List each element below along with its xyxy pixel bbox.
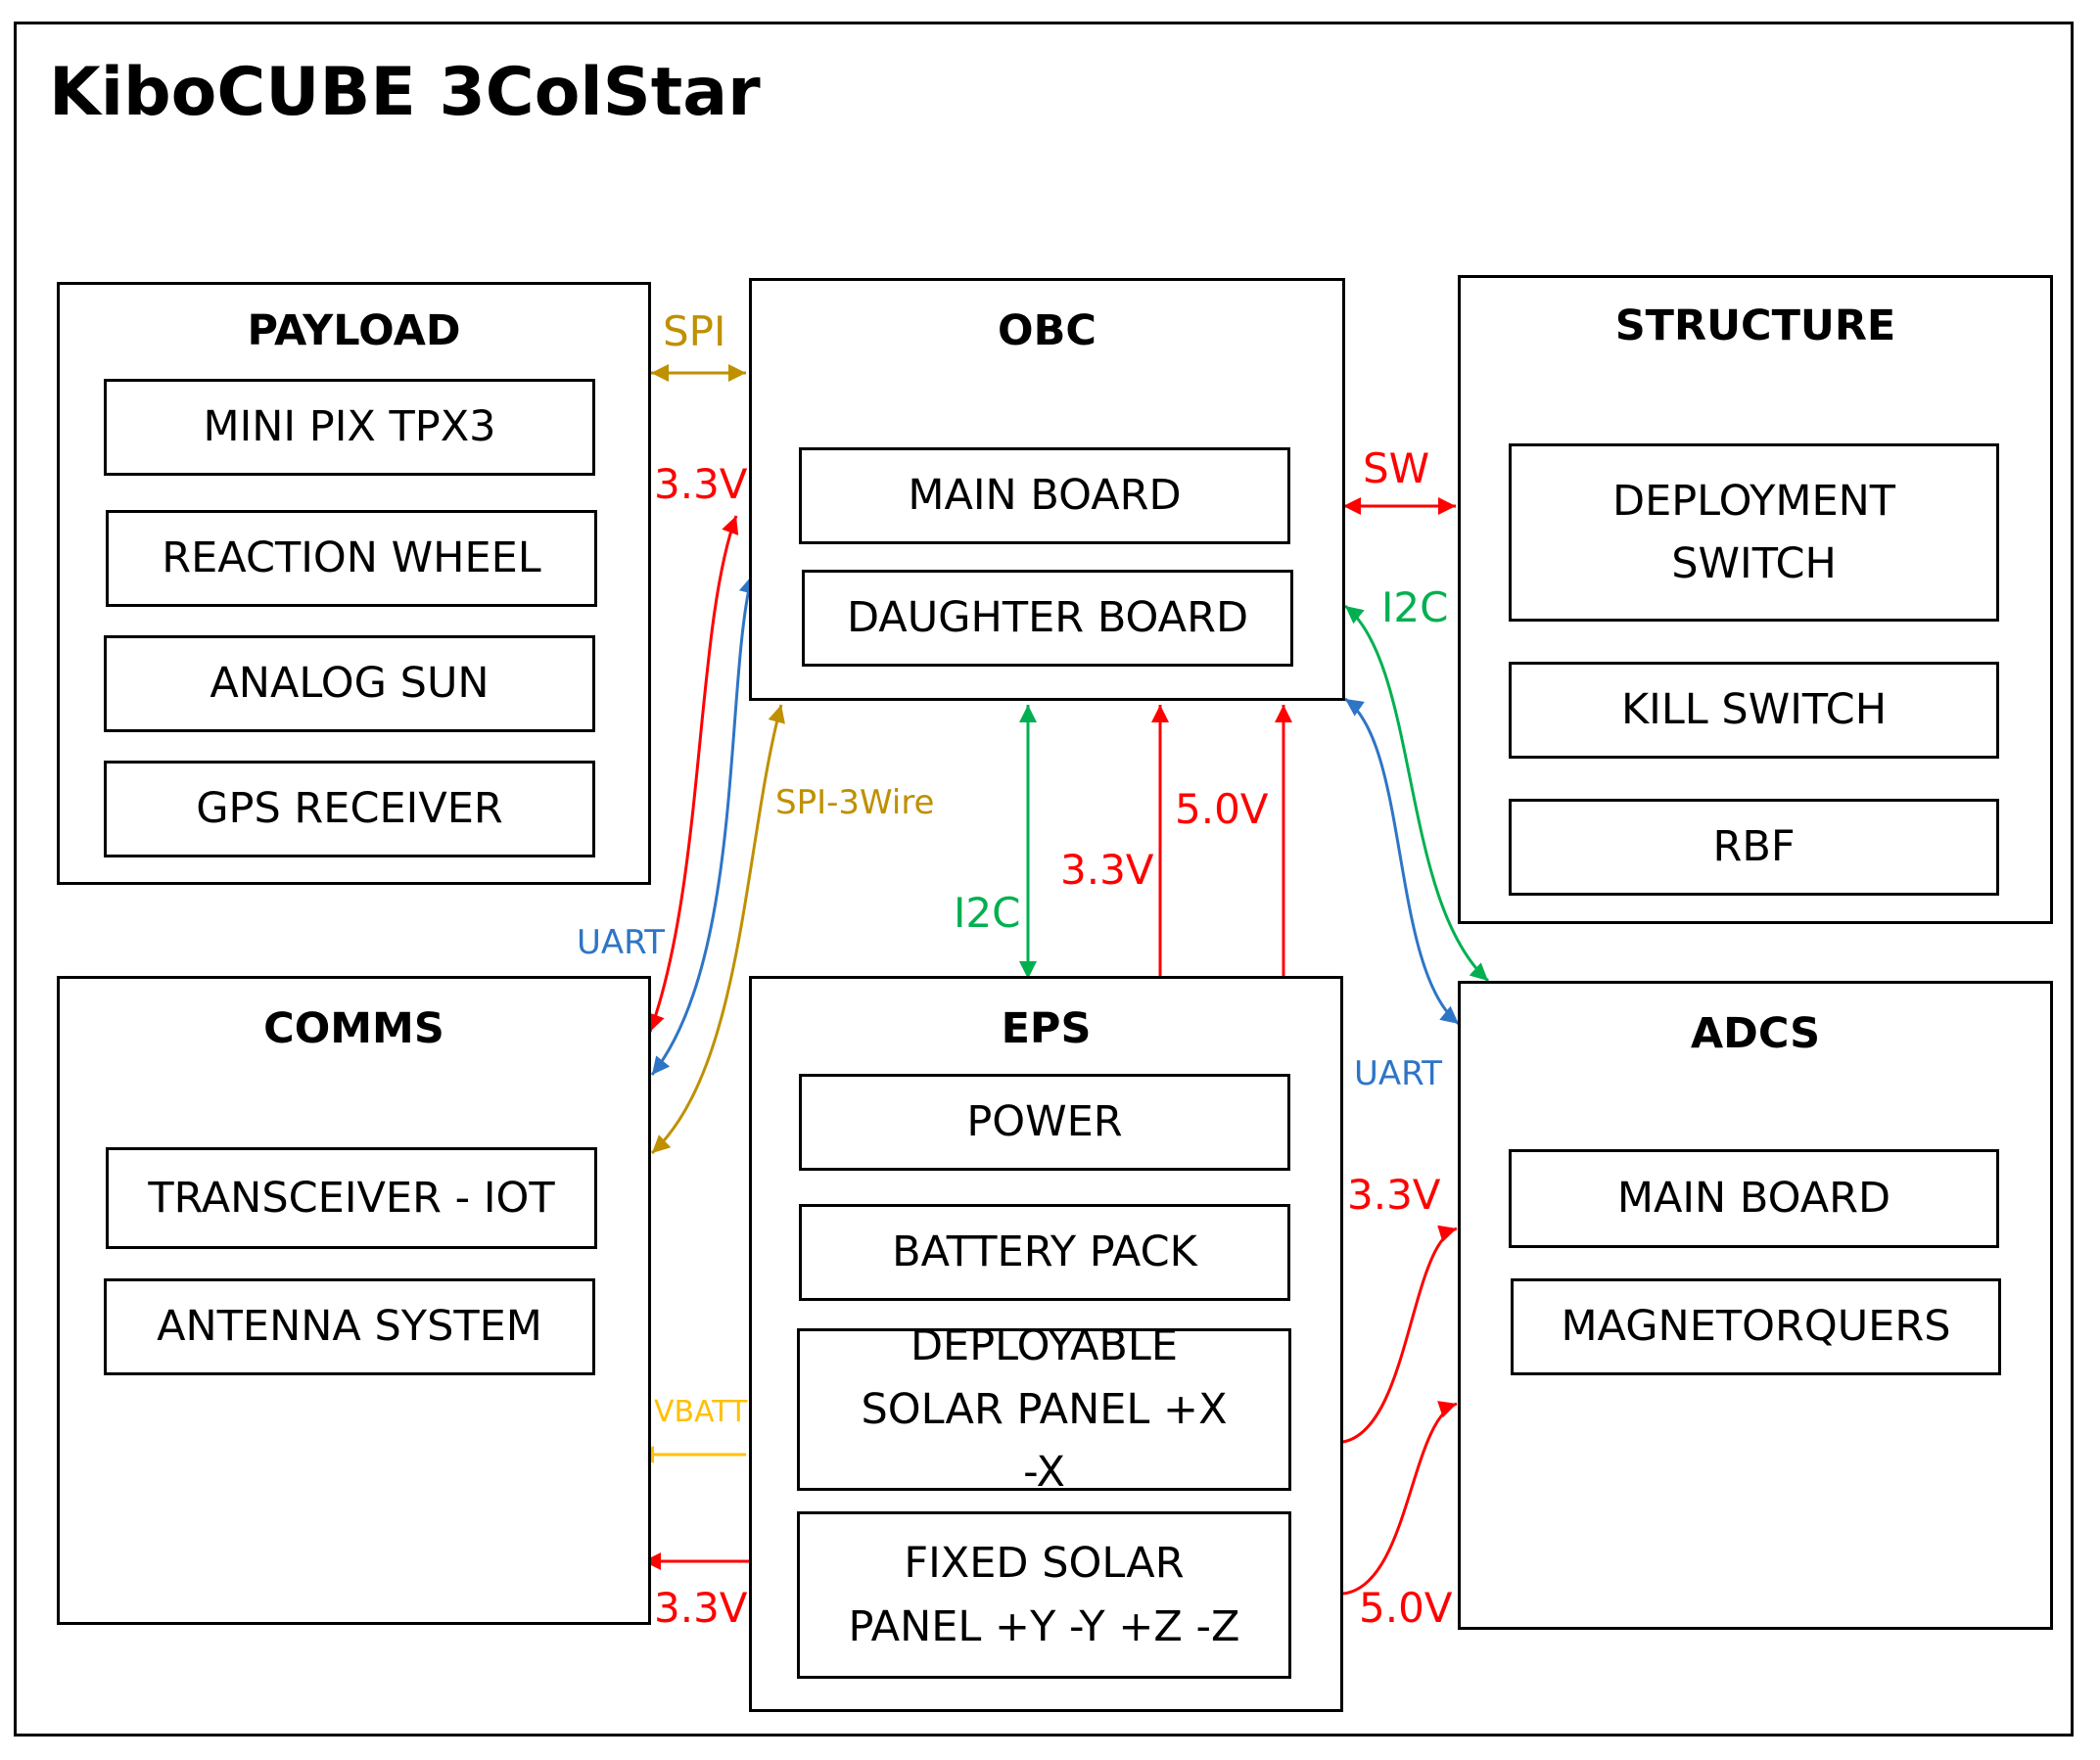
eps-item-deployable-solar-panel: DEPLOYABLE SOLAR PANEL +X -X xyxy=(797,1321,1291,1497)
label-spi-3wire: SPI-3Wire xyxy=(775,783,935,822)
comms-title: COMMS xyxy=(263,1004,444,1053)
wire-5v0-eps-adcs xyxy=(1342,1401,1458,1596)
structure-title: STRUCTURE xyxy=(1614,301,1896,350)
eps-item-power: POWER xyxy=(799,1074,1290,1171)
label-3v3-eps-adcs: 3.3V xyxy=(1347,1171,1441,1219)
wire-uart-obc-adcs xyxy=(1344,697,1460,1026)
comms-item-transceiver: TRANSCEIVER - IOT xyxy=(106,1147,597,1249)
comms-item-antenna-system: ANTENNA SYSTEM xyxy=(104,1278,595,1375)
payload-title: PAYLOAD xyxy=(247,306,461,355)
obc-title: OBC xyxy=(998,306,1097,355)
wire-3v3-eps-adcs xyxy=(1342,1225,1458,1444)
wire-spi3wire-obc-comms xyxy=(650,704,785,1155)
eps-title: EPS xyxy=(1001,1004,1092,1053)
label-uart-adcs: UART xyxy=(1354,1054,1443,1093)
structure-item-kill-switch: KILL SWITCH xyxy=(1509,662,1999,759)
label-spi: SPI xyxy=(663,307,726,355)
label-3v3-obc-comms: 3.3V xyxy=(654,460,748,508)
label-5v0-eps-adcs: 5.0V xyxy=(1359,1584,1453,1632)
label-vbatt: VBATT xyxy=(654,1395,748,1429)
wire-uart-obc-comms xyxy=(650,575,757,1076)
label-3v3-eps-obc: 3.3V xyxy=(1060,846,1154,894)
label-i2c-obc-eps: I2C xyxy=(954,889,1021,937)
label-i2c-obc-adcs: I2C xyxy=(1381,583,1449,631)
obc-item-daughter-board: DAUGHTER BOARD xyxy=(802,570,1293,667)
adcs-item-main-board: MAIN BOARD xyxy=(1509,1149,1999,1248)
label-sw: SW xyxy=(1363,444,1430,492)
obc-item-main-board: MAIN BOARD xyxy=(799,447,1290,544)
payload-item-reaction-wheel: REACTION WHEEL xyxy=(106,510,597,607)
adcs-title: ADCS xyxy=(1690,1009,1821,1058)
eps-item-battery-pack: BATTERY PACK xyxy=(799,1204,1290,1301)
label-uart-comms: UART xyxy=(577,923,666,962)
payload-item-analog-sun: ANALOG SUN xyxy=(104,635,595,732)
eps-item-fixed-solar-panel: FIXED SOLAR PANEL +Y -Y +Z -Z xyxy=(797,1511,1291,1679)
diagram-frame xyxy=(14,22,2074,1737)
payload-item-mini-pix: MINI PIX TPX3 xyxy=(104,379,595,476)
adcs-item-magnetorquers: MAGNETORQUERS xyxy=(1511,1278,2001,1375)
payload-item-gps-receiver: GPS RECEIVER xyxy=(104,761,595,857)
structure-item-rbf: RBF xyxy=(1509,799,1999,896)
structure-item-deployment-switch: DEPLOYMENT SWITCH xyxy=(1509,443,1999,622)
label-3v3-eps-comms: 3.3V xyxy=(654,1584,748,1632)
diagram-title: KiboCUBE 3ColStar xyxy=(49,54,761,131)
label-5v0-eps-obc: 5.0V xyxy=(1175,785,1269,833)
